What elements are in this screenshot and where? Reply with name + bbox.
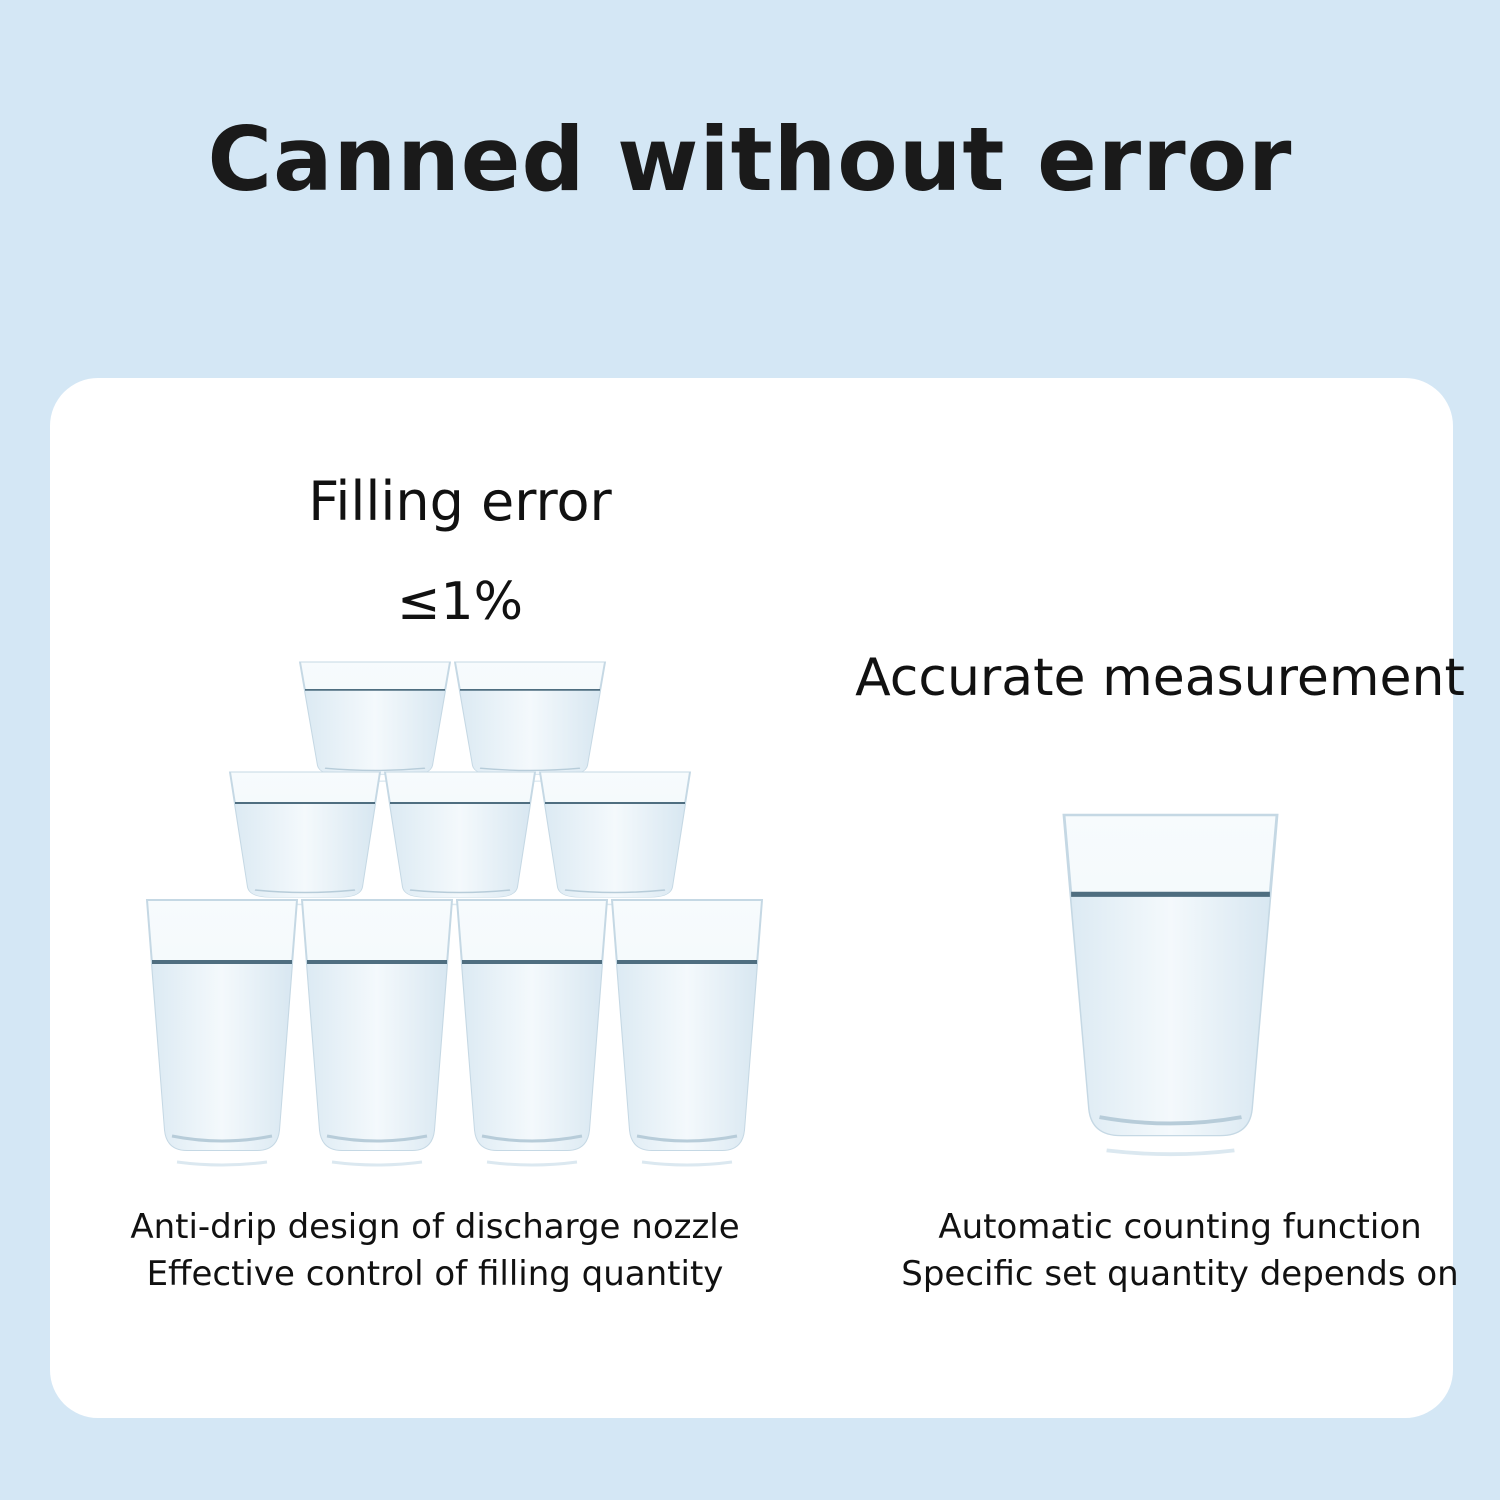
water-glass-icon [455, 898, 609, 1167]
left-caption-line2: Effective control of filling quantity [146, 1254, 724, 1294]
water-glass-icon [145, 898, 299, 1167]
water-glass-icon [1064, 815, 1277, 1154]
water-glass-icon [610, 898, 764, 1167]
filling-error-title: Filling error [308, 470, 612, 533]
water-glass-icon [298, 660, 452, 784]
page-title: Canned without error [207, 108, 1293, 211]
accurate-measurement-title: Accurate measurement [855, 648, 1465, 708]
water-glass-icon [300, 898, 454, 1167]
water-glass-icon [538, 770, 692, 907]
left-caption-line1: Anti-drip design of discharge nozzle [130, 1207, 740, 1247]
right-caption-line1: Automatic counting function [938, 1207, 1422, 1247]
filling-error-value: ≤1% [396, 572, 524, 632]
water-glass-icon [383, 770, 537, 907]
water-glass-icon [228, 770, 382, 907]
water-glass-icon [453, 660, 607, 784]
right-caption-line2: Specific set quantity depends on [901, 1254, 1459, 1294]
